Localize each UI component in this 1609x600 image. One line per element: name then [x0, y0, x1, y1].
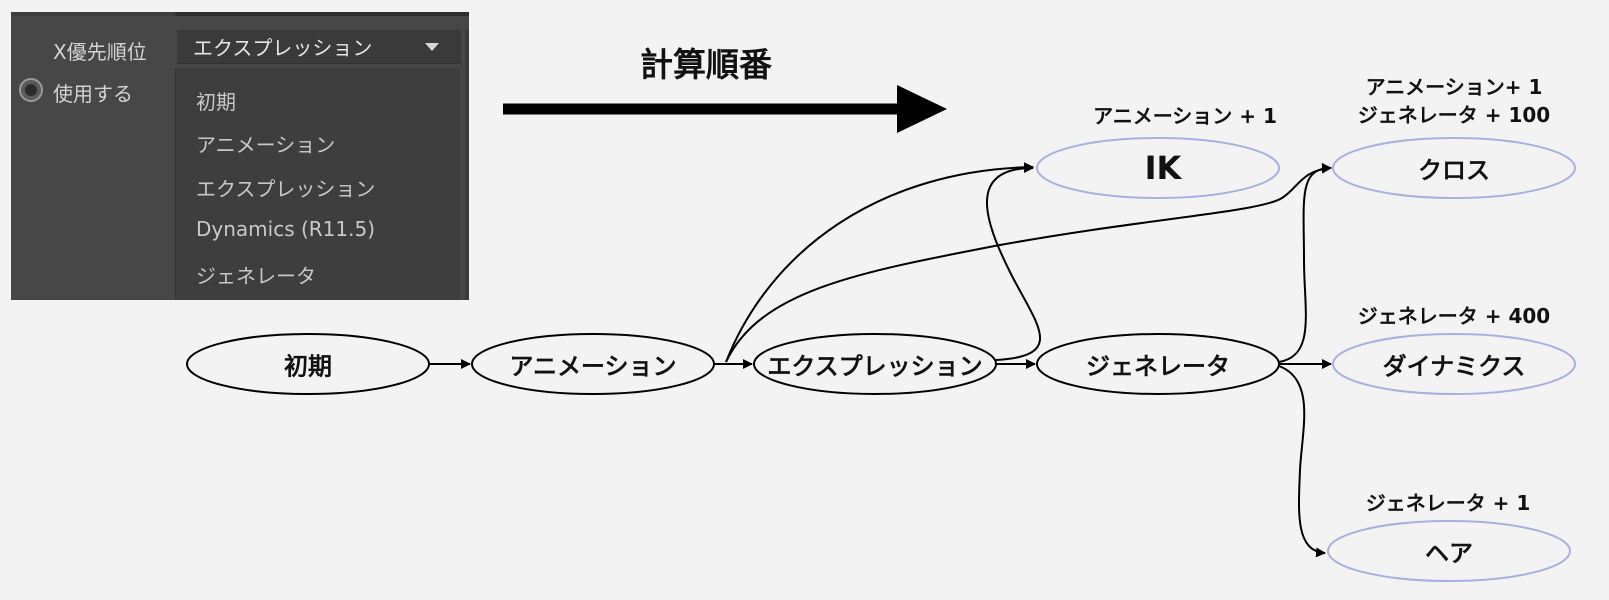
direction-arrow — [503, 85, 947, 133]
note-hair: ジェネレータ + 1 — [1365, 491, 1531, 515]
node-label-hair: ヘア — [1425, 539, 1473, 568]
use-label: 使用する — [53, 82, 133, 106]
note-dynamics: ジェネレータ + 400 — [1357, 304, 1551, 328]
chevron-down-icon[interactable] — [425, 43, 439, 51]
node-label-cloth: クロス — [1418, 156, 1490, 185]
panel-top-band — [11, 12, 469, 16]
edge-animation-cloth — [725, 163, 1332, 363]
edge-generator-hair — [1278, 365, 1326, 558]
priority-select-value: エクスプレッション — [193, 36, 373, 60]
edge-generator-cloth — [1278, 163, 1332, 363]
priority-settings-panel: X優先順位 エクスプレッション 使用する 初期 アニメーション エクスプレッショ… — [11, 12, 469, 300]
menu-item-initial[interactable]: 初期 — [196, 90, 236, 114]
note-ik: アニメーション + 1 — [1093, 104, 1277, 128]
node-dynamics — [1332, 333, 1576, 395]
node-cloth — [1332, 137, 1576, 199]
menu-item-generator[interactable]: ジェネレータ — [196, 264, 316, 288]
node-label-dynamics: ダイナミクス — [1382, 352, 1526, 381]
node-label-animation: アニメーション — [509, 352, 677, 381]
select-edge — [465, 30, 469, 300]
note-cloth: アニメーション+ 1 ジェネレータ + 100 — [1358, 73, 1550, 129]
priority-label: X優先順位 — [53, 40, 147, 64]
note-cloth-line2: ジェネレータ + 100 — [1357, 103, 1551, 127]
node-ik — [1036, 137, 1280, 199]
node-label-initial: 初期 — [284, 352, 332, 381]
menu-item-expression[interactable]: エクスプレッション — [196, 177, 376, 201]
note-cloth-line1: アニメーション+ 1 — [1365, 75, 1543, 99]
panel-top-stub — [175, 12, 469, 16]
use-radio-button[interactable] — [19, 78, 43, 102]
node-label-expression: エクスプレッション — [767, 352, 983, 381]
menu-item-animation[interactable]: アニメーション — [196, 133, 336, 157]
menu-item-dynamics[interactable]: Dynamics (R11.5) — [196, 217, 376, 241]
node-hair — [1327, 520, 1571, 582]
node-label-generator: ジェネレータ — [1086, 352, 1230, 381]
priority-select[interactable]: エクスプレッション — [177, 30, 461, 64]
edge-animation-ik — [725, 162, 1034, 363]
edge-expression-ik — [986, 163, 1041, 361]
priority-dropdown-menu: 初期 アニメーション エクスプレッション Dynamics (R11.5) ジェ… — [175, 68, 460, 300]
diagram-title: 計算順番 — [640, 45, 772, 84]
node-label-ik: IK — [1144, 149, 1182, 187]
